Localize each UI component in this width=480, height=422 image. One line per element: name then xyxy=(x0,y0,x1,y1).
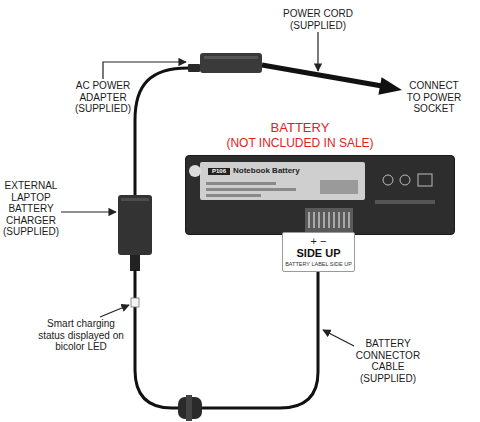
dc-cable xyxy=(135,68,188,196)
callout-label: BATTERY CONNECTOR CABLE (SUPPLIED) xyxy=(352,338,424,384)
leader-arrow xyxy=(317,32,318,71)
callout-label: AC POWER ADAPTER (SUPPLIED) xyxy=(70,80,136,115)
callout-label: Smart charging status displayed on bicol… xyxy=(36,318,126,353)
leader-arrow xyxy=(100,305,129,317)
orientation-note: BATTERY LABEL SIDE UP xyxy=(283,261,354,267)
model-number: P106 xyxy=(208,168,230,175)
ac-adapter xyxy=(200,53,262,73)
battery-name: Notebook Battery xyxy=(233,167,313,176)
orientation-mark: SIDE UP xyxy=(283,247,354,259)
socket-arrowhead xyxy=(378,77,402,95)
battery-charger xyxy=(118,195,152,255)
status-led xyxy=(131,298,139,307)
power-cord xyxy=(262,65,382,86)
warning-title: BATTERY xyxy=(200,121,400,136)
leader-arrow xyxy=(323,330,354,346)
callout-label: EXTERNAL LAPTOP BATTERY CHARGER (SUPPLIE… xyxy=(0,180,62,238)
connector-cable xyxy=(135,270,318,408)
polarity-mark: + − xyxy=(283,235,354,247)
adapter-highlight xyxy=(204,56,258,59)
callout-label: POWER CORD (SUPPLIED) xyxy=(275,8,361,31)
strain-relief xyxy=(130,255,140,271)
adapter-plug xyxy=(188,64,200,72)
leader-arrow xyxy=(103,62,186,79)
leader-arrow xyxy=(61,211,116,212)
callout-label: CONNECT TO POWER SOCKET xyxy=(404,80,464,115)
warning-note: (NOT INCLUDED IN SALE) xyxy=(200,137,400,151)
battery-plug: + −SIDE UP BATTERY LABEL SIDE UP xyxy=(282,232,355,272)
charger-highlight xyxy=(121,198,149,201)
ferrite-strap xyxy=(186,395,192,421)
battery-pack: P106Notebook Battery xyxy=(185,155,455,235)
